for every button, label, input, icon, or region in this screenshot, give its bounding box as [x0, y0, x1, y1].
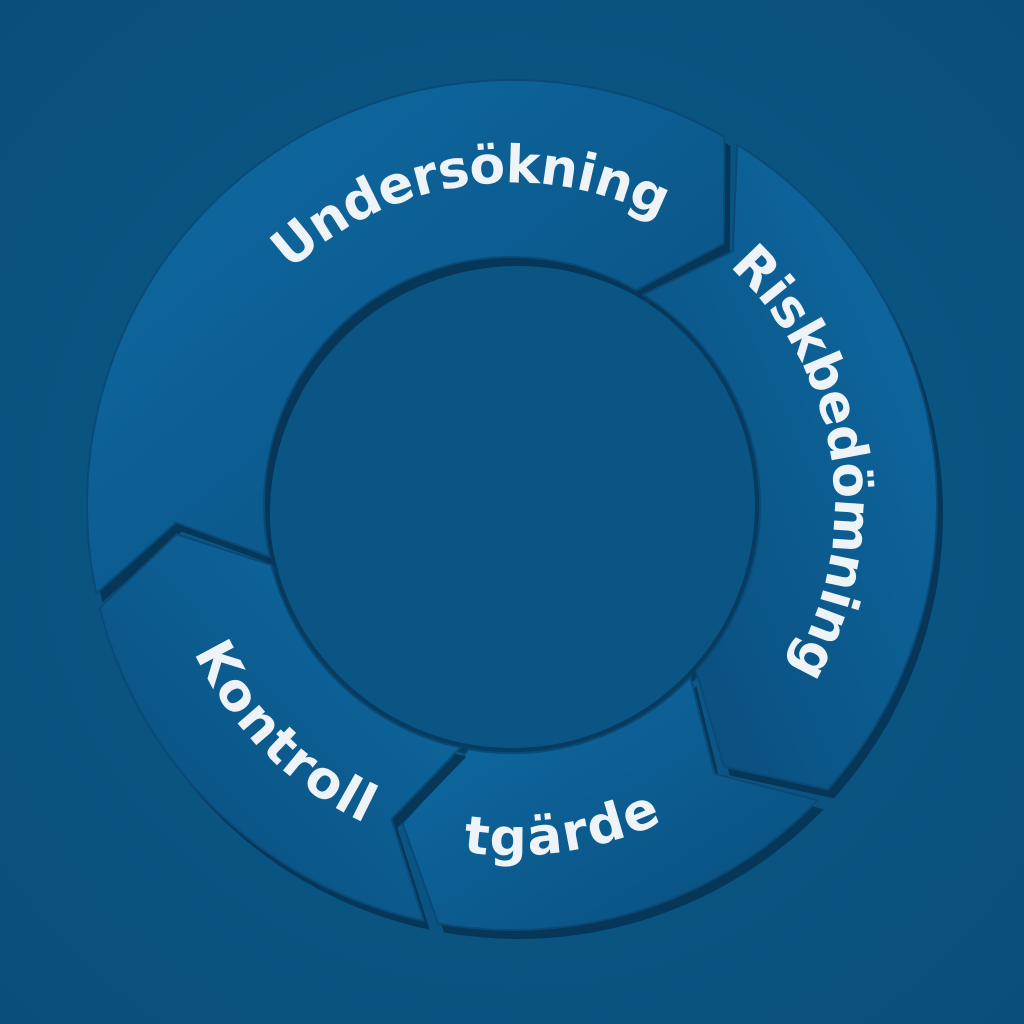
segment-atgarder	[401, 675, 820, 931]
segments-layer	[86, 79, 943, 939]
segment-undersokning	[86, 79, 726, 596]
inner-circle	[264, 257, 760, 753]
segment-kontroll	[98, 533, 463, 923]
segment-riskbedomning	[641, 142, 938, 791]
